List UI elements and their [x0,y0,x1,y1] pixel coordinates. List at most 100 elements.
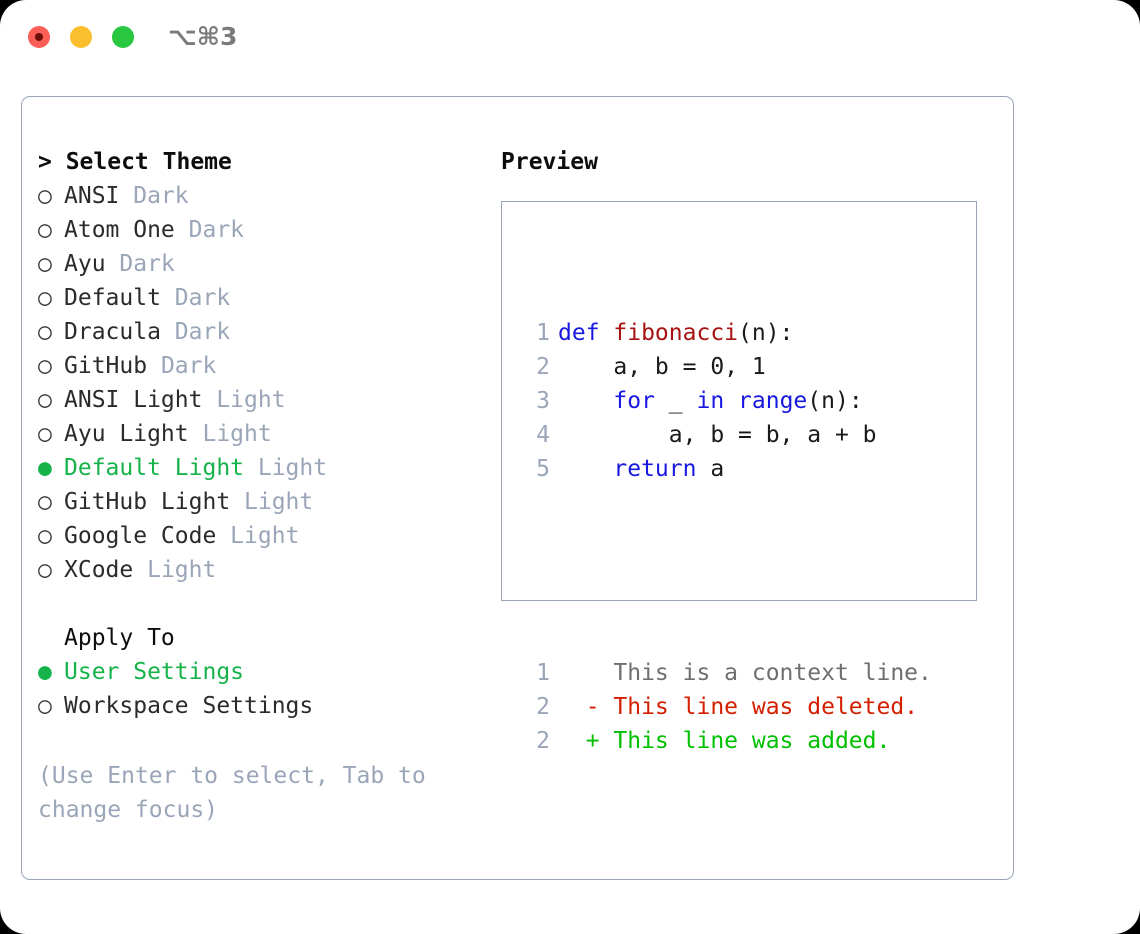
theme-list-item[interactable]: ●Default Light Light [38,451,488,485]
code-blank-line [520,554,932,588]
minimize-button-icon[interactable] [70,26,92,48]
code-token: a [696,456,725,482]
code-token [558,388,613,414]
keyboard-hint-text: (Use Enter to select, Tab to change focu… [38,763,440,823]
code-token: _ [654,388,697,414]
line-number: 2 [536,354,550,380]
code-token: in [696,388,725,414]
theme-selector-column: > Select Theme ○ANSI Dark○Atom One Dark○… [38,145,488,723]
apply-to-list[interactable]: ● User Settings ○ Workspace Settings [38,655,488,723]
radio-unselected-icon[interactable]: ○ [38,353,52,379]
close-button-icon[interactable] [28,26,50,48]
radio-unselected-icon[interactable]: ○ [38,421,52,447]
diff-line: 2 - This line was deleted. [520,690,932,724]
theme-list-item[interactable]: ○ GitHub Light Light [38,485,488,519]
diff-text: This line was added. [613,728,891,754]
apply-to-item[interactable]: ○ Workspace Settings [38,689,488,723]
theme-variant-tag: Light [188,421,272,447]
line-number: 1 [536,320,550,346]
theme-list-item[interactable]: ○ XCode Light [38,553,488,587]
theme-list[interactable]: ○ANSI Dark○Atom One Dark○Ayu Dark○Defaul… [38,179,488,587]
radio-selected-icon[interactable]: ● [38,659,52,685]
theme-variant-tag: Dark [160,319,231,345]
theme-list-item[interactable]: ○Default Dark [38,281,488,315]
theme-name-label: Default [64,285,161,311]
theme-list-item[interactable]: ○Google Code Light [38,519,488,553]
diff-block: 1 This is a context line.2 - This line w… [520,656,932,758]
radio-unselected-icon[interactable]: ○ [38,251,52,277]
code-token: for [613,388,655,414]
theme-name-label: GitHub Light [64,489,231,515]
keyboard-shortcut-label: ⌥⌘3 [168,22,238,51]
apply-to-item[interactable]: ● User Settings [38,655,488,689]
apply-to-label: Workspace Settings [64,693,314,719]
radio-unselected-icon[interactable]: ○ [38,489,52,515]
theme-list-item[interactable]: ○ ANSI Light Light [38,383,488,417]
radio-unselected-icon[interactable]: ○ [38,523,52,549]
theme-name-label: Dracula [64,319,161,345]
code-line: 3 for _ in range(n): [520,384,932,418]
apply-to-title: Apply To [64,625,175,651]
theme-name-label: Ayu Light [64,421,189,447]
theme-variant-tag: Light [133,557,217,583]
theme-list-item[interactable]: ○ ANSI Dark [38,179,488,213]
radio-unselected-icon[interactable]: ○ [38,387,52,413]
radio-unselected-icon[interactable]: ○ [38,319,52,345]
theme-list-item[interactable]: ○Atom One Dark [38,213,488,247]
code-token: a, b = b, a + b [558,422,877,448]
window-controls [28,26,134,48]
code-token: (n): [738,320,794,346]
preview-title: Preview [501,149,598,175]
code-token: def [558,320,614,346]
theme-name-label: ANSI [64,183,120,209]
radio-unselected-icon[interactable]: ○ [38,183,52,209]
theme-variant-tag: Light [244,455,328,481]
theme-list-item[interactable]: ○ Ayu Dark [38,247,488,281]
main-panel: > Select Theme ○ANSI Dark○Atom One Dark○… [21,96,1014,880]
theme-variant-tag: Light [202,387,286,413]
line-number: 3 [536,388,550,414]
theme-list-item[interactable]: ○ Dracula Dark [38,315,488,349]
radio-unselected-icon[interactable]: ○ [38,285,52,311]
radio-unselected-icon[interactable]: ○ [38,557,52,583]
code-line: 1 def fibonacci(n): [520,316,932,350]
radio-selected-icon[interactable]: ● [38,455,52,481]
code-token: fibonacci [613,320,739,346]
diff-line: 2 + This line was added. [520,724,932,758]
line-number: 2 [536,694,550,720]
theme-variant-tag: Light [230,489,314,515]
list-spacer [38,587,488,621]
code-token [724,388,738,414]
radio-unselected-icon[interactable]: ○ [38,693,52,719]
theme-variant-tag: Dark [147,353,217,379]
theme-list-item[interactable]: ○ Ayu Light Light [38,417,488,451]
theme-name-label: XCode [64,557,134,583]
select-theme-header: > Select Theme [38,149,232,175]
theme-variant-tag: Dark [119,183,189,209]
theme-name-label: ANSI Light [64,387,203,413]
code-token: a, b = 0, 1 [558,354,766,380]
diff-text: This is a context line. [613,660,932,686]
code-line: 2 a, b = 0, 1 [520,350,932,384]
theme-list-item[interactable]: ○ GitHub Dark [38,349,488,383]
code-token: return [613,456,697,482]
code-token [558,456,613,482]
code-line: 5 return a [520,452,932,486]
theme-name-label: GitHub [64,353,148,379]
diff-text: This line was deleted. [613,694,919,720]
radio-unselected-icon[interactable]: ○ [38,217,52,243]
theme-variant-tag: Dark [105,251,175,277]
diff-marker [558,660,613,686]
code-line: 4 a, b = b, a + b [520,418,932,452]
apply-to-label: User Settings [64,659,245,685]
theme-name-label: Google Code [64,523,217,549]
theme-name-label: Ayu [64,251,106,277]
code-token: range [738,388,808,414]
diff-marker: + [558,728,614,754]
maximize-button-icon[interactable] [112,26,134,48]
line-number: 4 [536,422,550,448]
